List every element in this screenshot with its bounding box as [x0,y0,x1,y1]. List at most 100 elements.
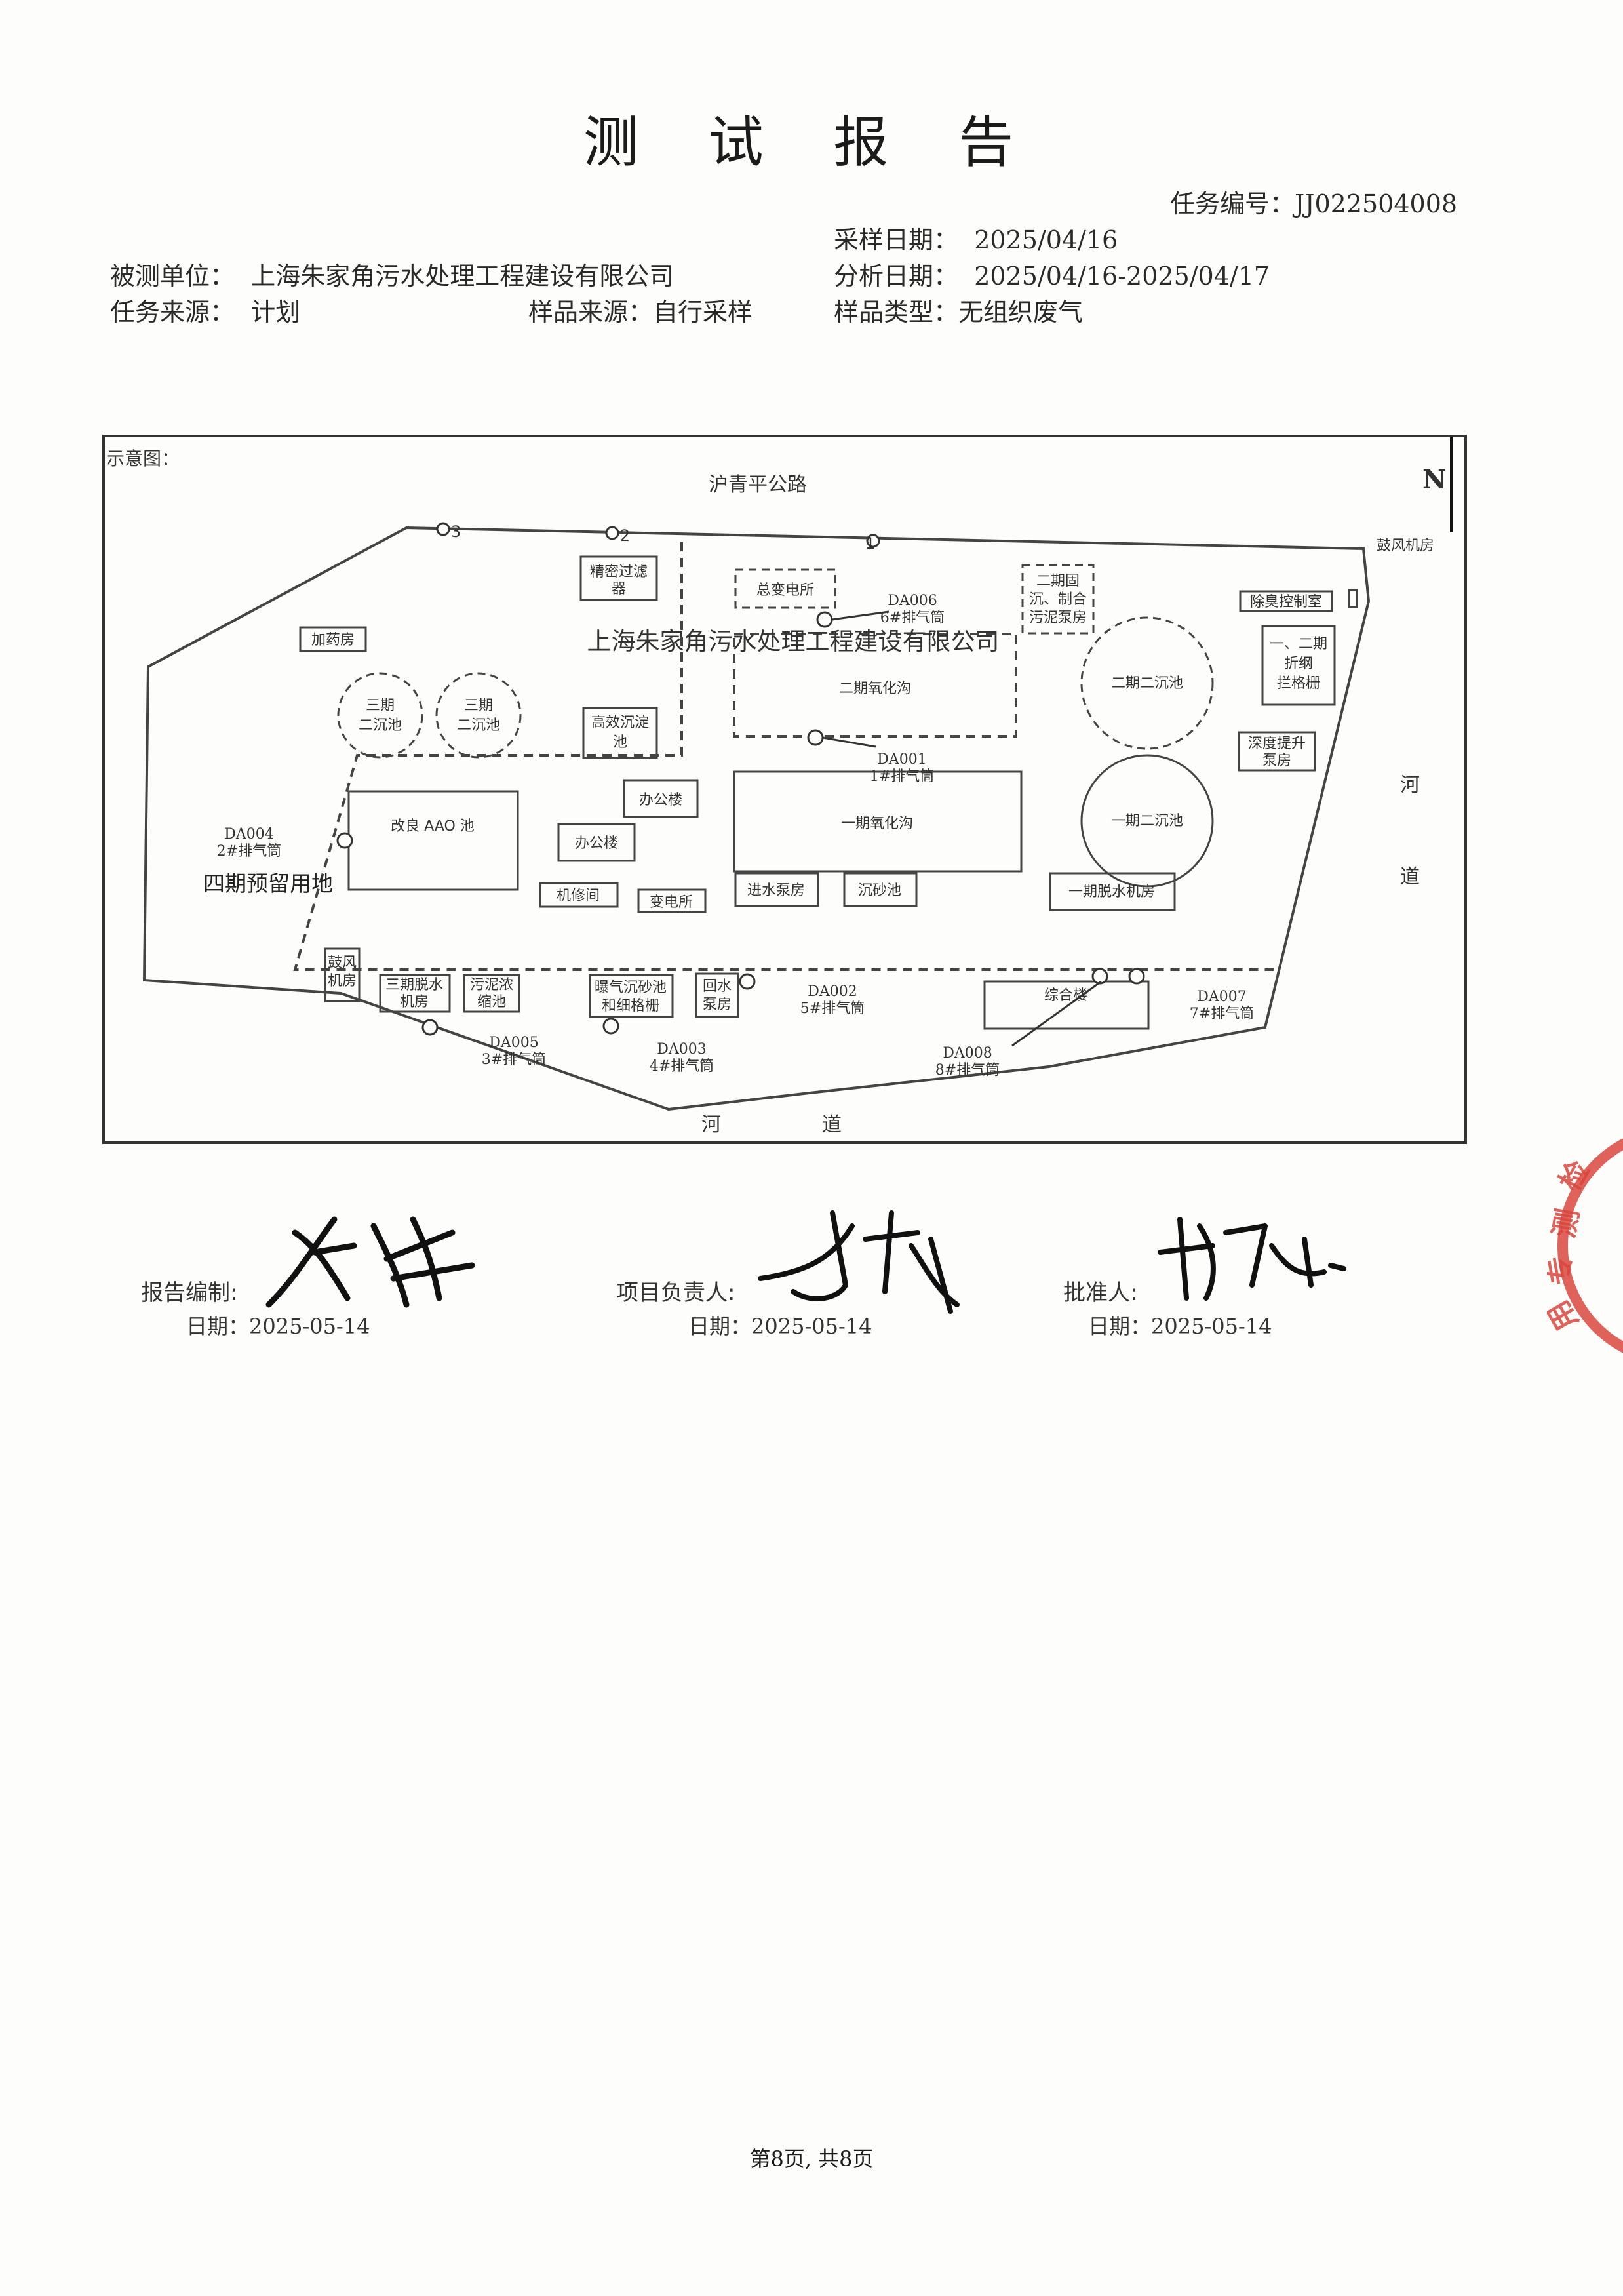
sampling-date-row: 采样日期： 2025/04/16 [834,220,1118,256]
editor-label: 报告编制: [141,1280,238,1306]
inlet-pump-building [734,872,819,907]
dosing-building [299,626,367,652]
reuse-pump-label-1: 回水 [703,978,732,995]
river-bottom-2: 道 [822,1113,842,1136]
phase1-dewater-label: 一期脱水机房 [1068,884,1155,900]
blower-small-building [324,947,361,1002]
approver-date-label: 日期： [1088,1314,1152,1339]
stack-da007-marker [1128,968,1145,985]
river-bottom-1: 河 [701,1113,721,1136]
editor-date-value: 2025-05-14 [249,1314,370,1339]
site-map: 示意图： N 沪青平公路 上海朱家角污水处理工程建设有限公司 河 道 河 道 四… [102,435,1467,1144]
task-source-label: 任务来源： [110,298,235,327]
phase2-grit-label-2: 沉、制合 [1029,591,1087,608]
north-label: N [1422,464,1447,495]
aeration-grit-label-1: 曝气沉砂池 [595,980,667,996]
lift-pump-label-1: 深度提升 [1248,736,1306,752]
lead-label: 项目负责人: [616,1280,735,1306]
map-caption: 示意图： [106,448,180,469]
phase3-sed-a-label-2: 二沉池 [359,717,402,734]
phase3-dewater-label-1: 三期脱水 [385,977,443,993]
da001-code: DA001 [877,751,927,768]
point-3-label: 3 [451,523,461,541]
task-source-row: 任务来源： 计划 [110,292,300,328]
sampling-point-3 [436,522,450,536]
tested-unit-label: 被测单位： [110,262,235,290]
da003-code: DA003 [657,1041,707,1058]
repair-building [539,882,619,908]
sludge-thicken-label-1: 污泥浓 [470,977,513,993]
sample-type-label: 样品类型： [834,298,959,327]
stack-da002-marker [739,973,756,990]
point-2-label: 2 [620,526,630,545]
efficient-sed-building [582,707,658,759]
screen-label-1: 一、二期 [1270,636,1327,652]
phase3-sed-tank-b [435,672,522,759]
phase3-sed-b-label-2: 二沉池 [457,717,500,734]
da007-desc: 7#排气筒 [1190,1006,1254,1022]
reuse-pump-building [695,972,739,1018]
approver-signature [1158,1217,1346,1301]
approver-date-row: 日期：2025-05-14 [1088,1310,1272,1340]
svg-text:专: 专 [1547,1253,1580,1287]
office1-label: 办公楼 [639,792,682,808]
aao-tank [347,790,519,891]
sample-type-row: 样品类型：无组织废气 [834,292,1083,328]
sludge-thicken-building [463,974,520,1013]
svg-text:测: 测 [1548,1206,1586,1240]
stack-da006-marker [816,611,833,628]
stack-da004-marker [336,832,353,849]
page-number: 第8页, 共8页 [749,2147,874,2171]
stack-da001-marker [807,729,824,746]
stack-da005-marker [421,1019,439,1036]
lead-signature [758,1210,960,1314]
da005-code: DA005 [489,1035,539,1051]
sludge-thicken-label-2: 缩池 [477,994,506,1010]
inspection-stamp: 检 测 专 用 [1547,1138,1623,1353]
aeration-grit-label-2: 和细格栅 [602,998,659,1014]
da001-desc: 1#排气筒 [870,768,934,785]
da006-code: DA006 [888,593,937,609]
analysis-date-row: 分析日期： 2025/04/16-2025/04/17 [834,256,1270,292]
approver-date-value: 2025-05-14 [1151,1314,1272,1339]
efficient-sed-label-2: 池 [613,734,627,751]
task-number-value: JJ022504008 [1295,189,1458,218]
dosing-label: 加药房 [311,632,355,648]
da008-desc: 8#排气筒 [935,1062,1000,1079]
company-label: 上海朱家角污水处理工程建设有限公司 [587,627,1000,656]
phase3-sed-a-label-1: 三期 [366,698,395,714]
repair-label: 机修间 [557,888,600,904]
phase3-dewater-label-2: 机房 [400,994,429,1010]
office1-building [623,779,699,818]
phase1-oxid-label: 一期氧化沟 [841,816,913,832]
da006-desc: 6#排气筒 [880,610,945,626]
sample-source-row: 样品来源：自行采样 [528,292,753,328]
phase-boundary [293,542,1277,971]
phase1-sed-tank [1080,754,1214,888]
lead-date-label: 日期： [688,1314,752,1339]
phase1-oxid-ditch [733,770,1023,873]
phase3-sed-tank-a [337,672,423,759]
blower-small-label-1: 鼓风 [328,955,357,971]
approver-label: 批准人: [1063,1280,1138,1306]
comp-office-building [983,980,1150,1030]
site-map-drawing: 示意图： N 沪青平公路 上海朱家角污水处理工程建设有限公司 河 道 河 道 四… [106,437,1453,1136]
sampling-date-value: 2025/04/16 [974,226,1118,254]
sample-source-value: 自行采样 [653,298,753,327]
report-title: 测 试 报 告 [583,110,1040,174]
phase3-dewater-building [379,974,451,1013]
deodor-ctrl-building [1239,590,1333,612]
screen-label-3: 拦格栅 [1277,675,1320,692]
sample-type-value: 无组织废气 [958,298,1084,327]
phase1-sed-label: 一期二沉池 [1111,813,1183,829]
phase2-grit-label-1: 二期固 [1036,573,1080,589]
phase2-sed-tank [1080,616,1214,750]
tested-unit-row: 被测单位： 上海朱家角污水处理工程建设有限公司 [110,256,674,292]
reserved-label: 四期预留用地 [203,871,333,896]
blower-room-label: 鼓风机房 [1377,538,1434,554]
phase2-grit-label-3: 污泥泵房 [1029,610,1087,626]
phase2-sed-label: 二期二沉池 [1111,675,1183,692]
blower-room-marker [1348,589,1358,608]
analysis-date-value: 2025/04/16-2025/04/17 [974,262,1270,290]
office2-label: 办公楼 [575,835,618,852]
